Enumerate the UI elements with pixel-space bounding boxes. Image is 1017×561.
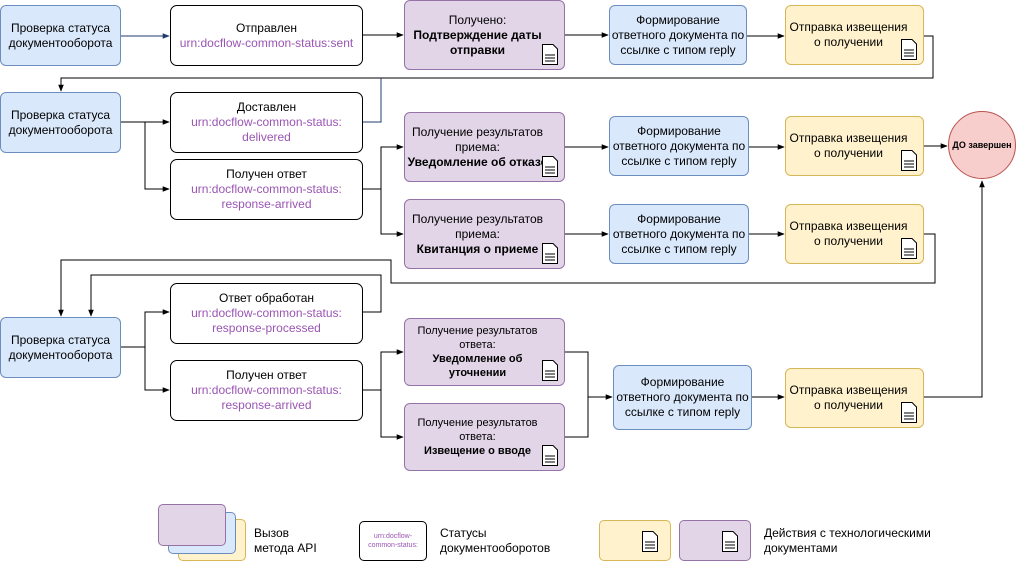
edge-arrived-receipt <box>363 188 404 237</box>
action-title: Уведомление об отказе <box>407 154 548 169</box>
action-prefix: Получение результатов приема: <box>412 124 543 154</box>
notify-label: Отправка извещения о получении <box>789 20 908 49</box>
formation-label: Формирование ответного документа по ссыл… <box>612 123 746 168</box>
formation-node-2: Формирование ответного документа по ссыл… <box>609 116 749 176</box>
action-prefix: Получение результатов приема: <box>412 211 543 241</box>
legend-statuses-text: Статусы документооборотов <box>440 526 551 555</box>
check-status-node-1: Проверка статуса документооборота <box>0 5 121 66</box>
status-response-arrived-node: Получен ответ urn:docflow-common-status:… <box>170 159 363 220</box>
action-prefix: Получено: <box>448 12 507 27</box>
rejection-notice-node: Получение результатов приема: Уведомлени… <box>404 112 565 182</box>
legend-status-sample-text: urn:docflow-common-status: <box>368 533 418 549</box>
legend-tech-docs-caption: Действия с технологическими документами <box>764 526 964 556</box>
input-notice-node: Получение результатов ответа: Извещение … <box>404 403 565 471</box>
notify-node-3: Отправка извещения о получении <box>785 204 924 264</box>
status-label: Отправлен <box>235 20 298 35</box>
notify-node-4: Отправка извещения о получении <box>785 368 924 428</box>
status-delivered-node: Доставлен urn:docflow-common-status: del… <box>170 92 363 153</box>
legend-api-text: Вызов метода API <box>254 526 317 555</box>
status-label: Получен ответ <box>226 167 307 181</box>
action-title: Извещение о вводе <box>424 445 531 457</box>
status-urn: urn:docflow-common-status: delivered <box>191 115 342 144</box>
notify-node-2: Отправка извещения о получении <box>785 116 924 176</box>
clarification-notice-node: Получение результатов ответа: Уведомлени… <box>404 318 565 386</box>
document-icon <box>722 531 738 552</box>
edge-processed-loop <box>88 274 382 317</box>
document-icon <box>542 445 558 466</box>
status-label: Доставлен <box>236 100 297 114</box>
action-prefix: Получение результатов ответа: <box>417 325 538 351</box>
document-icon <box>542 44 558 65</box>
status-urn: urn:docflow-common-status: response-arri… <box>191 383 342 412</box>
edge-input-form4 <box>565 397 589 438</box>
status-urn: urn:docflow-common-status: response-arri… <box>191 182 342 211</box>
end-label: ДО завершен <box>952 140 1012 150</box>
document-icon <box>542 156 558 177</box>
check-status-label: Проверка статуса документооборота <box>8 20 113 50</box>
notify-label: Отправка извещения о получении <box>789 131 908 160</box>
check-status-label: Проверка статуса документооборота <box>8 107 113 137</box>
legend-api-caption: Вызов метода API <box>254 526 324 556</box>
status-label: Ответ обработан <box>218 291 314 305</box>
document-icon <box>901 238 917 259</box>
docflow-end-node: ДО завершен <box>948 111 1016 179</box>
action-title: Подтверждение даты отправки <box>413 27 542 57</box>
edge-check3-arrived <box>121 346 170 393</box>
legend-api-stack-front <box>158 504 226 546</box>
action-title: Квитанция о приеме <box>416 241 539 256</box>
document-icon <box>901 150 917 171</box>
legend-yellow-sample <box>599 520 671 561</box>
edge-notify1-check2 <box>58 35 934 92</box>
document-icon <box>642 531 658 552</box>
legend-status-sample: urn:docflow-common-status: <box>359 521 427 561</box>
edge-notify3-loop <box>58 233 936 317</box>
edge-check2-arrived <box>121 121 170 192</box>
formation-label: Формирование ответного документа по ссыл… <box>611 12 745 57</box>
edge-arrived2-clarification <box>363 349 404 391</box>
status-urn: urn:docflow-common-status:sent <box>179 35 354 50</box>
status-urn: urn:docflow-common-status: response-proc… <box>191 306 342 335</box>
formation-node-1: Формирование ответного документа по ссыл… <box>609 5 747 65</box>
status-response-arrived-node-2: Получен ответ urn:docflow-common-status:… <box>170 360 363 421</box>
notify-label: Отправка извещения о получении <box>789 219 908 248</box>
legend-purple-sample <box>679 520 751 561</box>
document-icon <box>901 402 917 423</box>
legend-statuses-caption: Статусы документооборотов <box>440 526 570 556</box>
notify-label: Отправка извещения о получении <box>789 383 908 412</box>
formation-label: Формирование ответного документа по ссыл… <box>612 211 746 256</box>
document-icon <box>542 360 558 381</box>
check-status-node-2: Проверка статуса документооборота <box>0 92 121 153</box>
legend-tech-docs-text: Действия с технологическими документами <box>764 526 931 555</box>
check-status-node-3: Проверка статуса документооборота <box>0 317 121 378</box>
document-icon <box>901 39 917 60</box>
edge-arrived-rejection <box>363 144 404 190</box>
edge-clarification-form4 <box>565 351 613 400</box>
check-status-label: Проверка статуса документооборота <box>8 332 113 362</box>
action-prefix: Получение результатов ответа: <box>417 417 538 443</box>
formation-node-3: Формирование ответного документа по ссыл… <box>609 204 749 264</box>
status-sent-node: Отправлен urn:docflow-common-status:sent <box>170 5 363 66</box>
received-confirmation-node: Получено: Подтверждение даты отправки <box>404 0 565 70</box>
formation-node-4: Формирование ответного документа по ссыл… <box>613 365 752 430</box>
notify-node-1: Отправка извещения о получении <box>785 5 924 65</box>
formation-label: Формирование ответного документа по ссыл… <box>616 375 749 419</box>
status-label: Получен ответ <box>226 368 307 382</box>
status-response-processed-node: Ответ обработан urn:docflow-common-statu… <box>170 283 363 344</box>
action-title: Уведомление об уточнении <box>432 353 523 379</box>
edge-notify4-end <box>924 180 985 398</box>
receipt-notice-node: Получение результатов приема: Квитанция … <box>404 199 565 269</box>
edge-check3-processed <box>121 309 170 348</box>
document-icon <box>542 243 558 264</box>
edge-delivered-loop <box>363 78 382 123</box>
edge-arrived2-input <box>363 389 404 440</box>
